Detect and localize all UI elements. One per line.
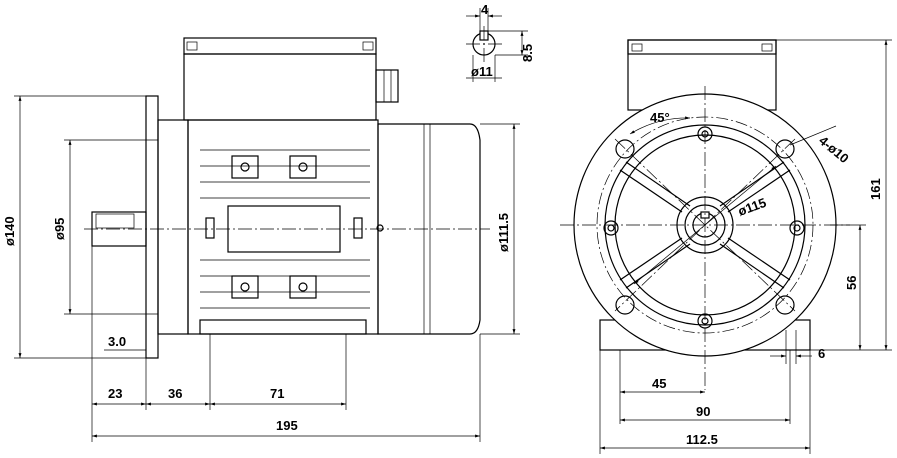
label-shaft-length: 23	[108, 386, 122, 401]
label-frame-diameter: ø111.5	[496, 213, 511, 252]
label-keyway-depth: 8.5	[520, 44, 535, 62]
label-overall-height: 161	[868, 178, 883, 200]
label-foot-thickness: 6	[818, 346, 825, 361]
label-overall-length: 195	[276, 418, 298, 433]
shaft-section: 4 8.5 ø11	[466, 2, 535, 82]
side-view: ø140 ø95 3.0 23 36 71 195 ø111.5	[2, 37, 520, 442]
label-flange-diameter: ø140	[2, 216, 17, 246]
label-flange-holes: 4-ø10	[816, 133, 852, 166]
label-foot-width: 112.5	[686, 432, 718, 447]
cable-gland	[375, 69, 399, 103]
label-half-foot-spacing: 45	[652, 376, 666, 391]
spigot	[157, 119, 189, 335]
label-keyway-width: 4	[481, 2, 489, 17]
label-flange-to-foot: 36	[168, 386, 182, 401]
flange-holes	[615, 139, 795, 315]
terminal-box	[183, 53, 377, 121]
cooling-fins	[200, 149, 370, 309]
label-spigot-diameter: ø95	[52, 218, 67, 240]
label-shaft-diameter: ø11	[471, 64, 493, 79]
foot	[199, 319, 367, 335]
label-bolt-angle: 45°	[650, 110, 670, 125]
label-foot-spacing-axial: 71	[270, 386, 284, 401]
label-spigot-depth: 3.0	[108, 334, 126, 349]
fan-cover	[377, 123, 481, 335]
front-view: 45° 4-ø10 ø115 161 56 6 45 90 112.5	[560, 39, 892, 454]
flange	[145, 95, 159, 359]
motor-frame	[187, 119, 379, 335]
label-foot-hole-spacing: 90	[696, 404, 710, 419]
label-shaft-height: 56	[844, 276, 859, 290]
